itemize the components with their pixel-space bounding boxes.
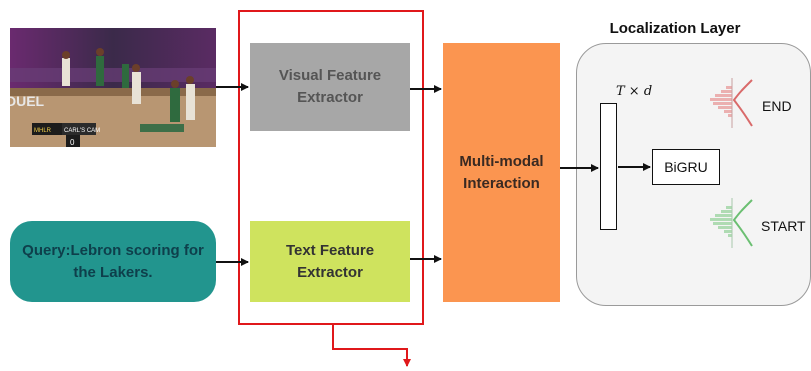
bigru-label: BiGRU	[664, 159, 708, 175]
text-feature-extractor: Text Feature Extractor	[250, 221, 410, 302]
video-thumbnail: DUEL MHLR CARL'S CAM 0	[10, 28, 216, 147]
start-distribution-icon	[710, 198, 753, 248]
visual-feature-extractor-label: Visual Feature Extractor	[278, 67, 382, 106]
text-feature-extractor-label: Text Feature Extractor	[285, 241, 375, 281]
start-label: START	[761, 218, 806, 234]
query-box: Query:Lebron scoring for the Lakers.	[10, 221, 216, 302]
feature-extractor-highlight	[238, 10, 424, 325]
feature-matrix-bar	[600, 103, 617, 230]
bigru-box: BiGRU	[652, 149, 720, 185]
dimension-label: T × d	[616, 84, 653, 99]
end-distribution-icon	[710, 78, 753, 128]
localization-layer-title: Localization Layer	[609, 20, 741, 37]
end-label: END	[762, 98, 792, 114]
multimodal-interaction: Multi-modal Interaction	[443, 43, 560, 302]
multimodal-interaction-label: Multi-modal Interaction	[459, 152, 544, 192]
scoreboard-tag: MHLR	[34, 128, 52, 134]
visual-feature-extractor: Visual Feature Extractor	[250, 43, 410, 131]
scoreboard-score: 0	[70, 138, 75, 147]
highlight-callout-arrow	[332, 325, 411, 367]
scoreboard-camera-label: CARL'S CAM	[64, 128, 100, 134]
basketball-scene-image: DUEL MHLR CARL'S CAM 0	[10, 28, 216, 147]
court-brand-text: DUEL	[10, 93, 45, 109]
query-text: Query:Lebron scoring for the Lakers.	[22, 241, 204, 281]
